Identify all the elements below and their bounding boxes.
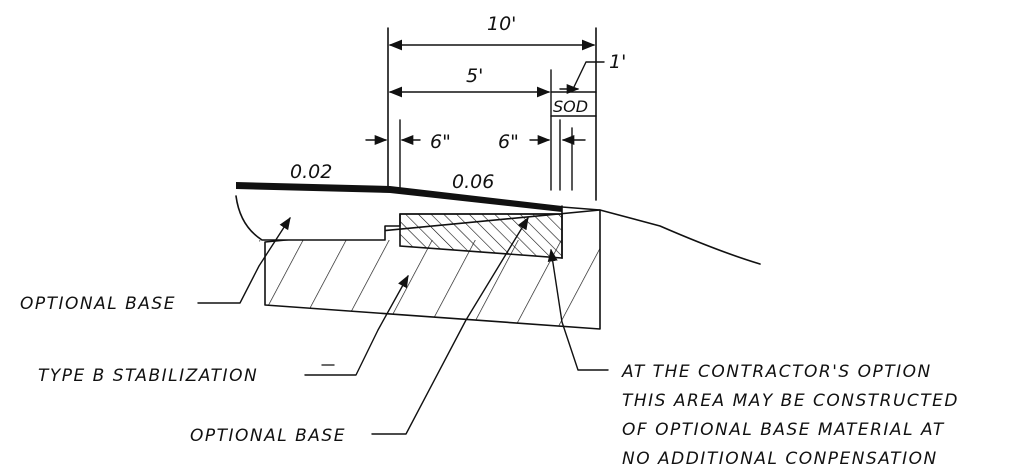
contractor-note-line-2: THIS AREA MAY BE CONSTRUCTED	[622, 391, 959, 411]
dimension-label-10ft: 10'	[487, 13, 516, 35]
contractor-note: AT THE CONTRACTOR'S OPTION THIS AREA MAY…	[621, 362, 959, 469]
leader-1ft	[572, 61, 605, 90]
ground-line	[561, 206, 761, 265]
dimension-label-5ft: 5'	[466, 65, 483, 87]
contractor-note-line-4: NO ADDITIONAL CONPENSATION	[622, 449, 938, 469]
slope-label-right: 0.06	[452, 171, 494, 193]
slope-label-left: 0.02	[290, 161, 332, 183]
leader-contractor-option	[547, 248, 609, 371]
leader-optional-base-upper	[197, 216, 291, 304]
type-b-stabilization-hatch	[244, 240, 600, 329]
dimension-label-6in-left: 6"	[430, 131, 451, 153]
dimension-label-6in-right: 6"	[498, 131, 519, 153]
dimension-label-sod: SOD	[553, 97, 588, 116]
leaders	[197, 216, 609, 435]
asphalt-surface	[236, 182, 562, 212]
leader-optional-base-lower	[371, 216, 529, 435]
leader-type-b-stabilization	[304, 274, 409, 376]
callout-optional-base-lower: OPTIONAL BASE	[190, 426, 346, 446]
contractor-note-line-1: AT THE CONTRACTOR'S OPTION	[621, 362, 932, 382]
cross-section	[235, 182, 761, 330]
dimension-label-1ft: 1'	[609, 51, 626, 73]
contractor-note-line-3: OF OPTIONAL BASE MATERIAL AT	[622, 420, 945, 440]
optional-base-layer-outline	[235, 195, 563, 241]
dimension-lines	[365, 27, 605, 201]
callout-optional-base-upper: OPTIONAL BASE	[20, 294, 176, 314]
callout-type-b-stabilization: TYPE B STABILIZATION	[38, 366, 258, 386]
